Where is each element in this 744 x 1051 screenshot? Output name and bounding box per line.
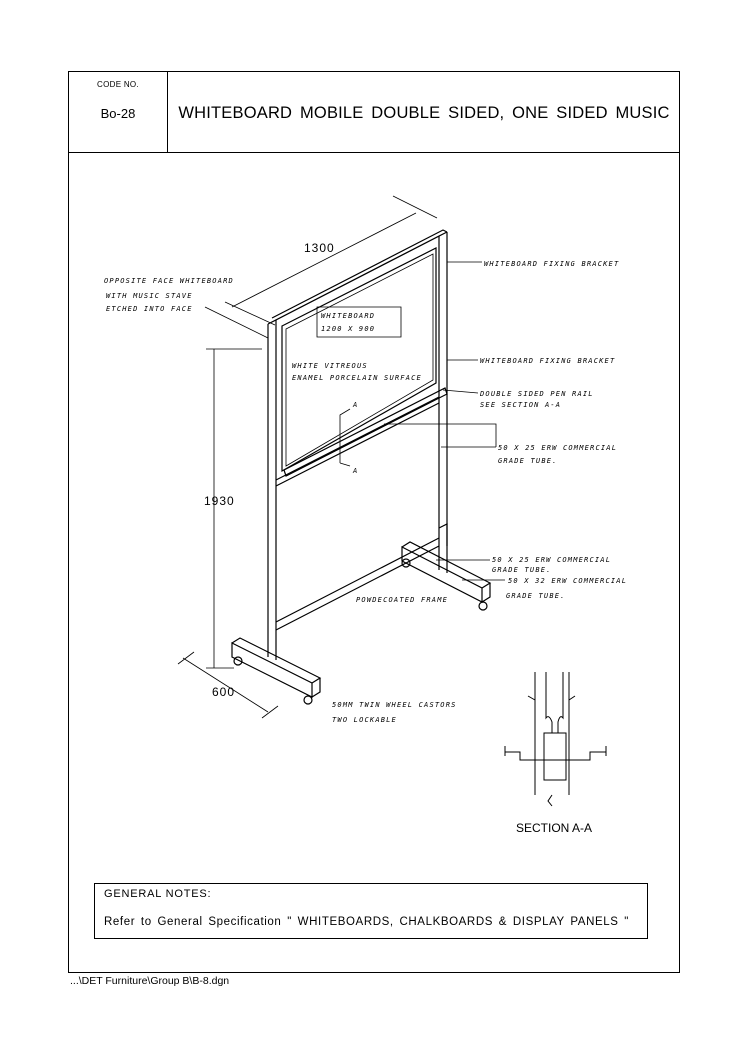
leader-pen-rail	[442, 389, 479, 394]
leader-tube-upper	[384, 423, 497, 448]
whiteboard-panel	[281, 247, 437, 473]
depth-dimension-line	[177, 651, 279, 719]
label-opposite-face-2: WITH MUSIC STAVE	[106, 292, 193, 300]
label-tube-base-1: 50 X 32 ERW COMMERCIAL	[508, 577, 627, 585]
label-tube-upper-1: 50 X 25 ERW COMMERCIAL	[498, 444, 617, 452]
general-notes-box	[94, 883, 648, 939]
label-surface-2: ENAMEL PORCELAIN SURFACE	[292, 374, 422, 382]
label-bracket-top: WHITEBOARD FIXING BRACKET	[484, 260, 619, 268]
pen-rail	[283, 387, 448, 477]
right-upright	[438, 232, 448, 573]
whiteboard-inner-edge	[285, 253, 434, 467]
code-value: Bo-28	[100, 106, 136, 121]
label-frame: POWDECOATED FRAME	[356, 596, 448, 604]
rear-castor-right	[478, 601, 488, 611]
rear-castor-left	[401, 558, 411, 568]
label-pen-rail-1: DOUBLE SIDED PEN RAIL	[479, 390, 594, 398]
left-upright	[267, 320, 277, 660]
upper-crossbar	[275, 396, 440, 487]
label-board-size-1: WHITEBOARD	[321, 312, 375, 320]
dimension-depth: 600	[212, 685, 235, 699]
lower-crossbar-end	[438, 523, 448, 546]
section-marker-top: A	[352, 401, 358, 409]
label-bracket-mid: WHITEBOARD FIXING BRACKET	[480, 357, 615, 365]
label-castors-1: 50MM TWIN WHEEL CASTORS	[332, 701, 457, 709]
section-cut-line	[339, 408, 351, 467]
front-castor-right	[303, 695, 313, 705]
file-path-footer: ...\DET Furniture\Group B\B-8.dgn	[70, 975, 230, 987]
code-label: CODE NO.	[97, 80, 139, 89]
section-marker-bottom: A	[352, 467, 358, 475]
general-notes-title: GENERAL NOTES:	[104, 888, 212, 900]
label-opposite-face-1: OPPOSITE FACE WHITEBOARD	[104, 277, 234, 285]
dimension-height: 1930	[204, 494, 235, 508]
label-pen-rail-2: SEE SECTION A-A	[480, 401, 561, 409]
top-rail	[267, 229, 448, 325]
label-castors-2: TWO LOCKABLE	[332, 716, 397, 724]
dimension-width: 1300	[304, 241, 335, 255]
label-board-size-2: 1200 X 900	[321, 325, 375, 333]
drawing-sheet-border	[68, 71, 680, 973]
width-dimension-line	[224, 195, 438, 326]
code-box	[68, 71, 168, 152]
label-tube-lower-1: 50 X 25 ERW COMMERCIAL	[492, 556, 611, 564]
leader-opposite-face	[204, 306, 269, 339]
board-size-box	[316, 306, 402, 338]
drawing-title: WHITEBOARD MOBILE DOUBLE SIDED, ONE SIDE…	[178, 104, 670, 122]
section-title: SECTION A-A	[516, 821, 592, 835]
height-dimension-line	[206, 348, 262, 669]
label-tube-lower-2: GRADE TUBE.	[492, 566, 552, 574]
general-notes-text: Refer to General Specification " WHITEBO…	[104, 916, 629, 928]
front-base-foot	[231, 637, 322, 698]
rear-base-foot	[401, 541, 492, 603]
section-detail	[504, 672, 607, 807]
lower-crossbar	[275, 537, 440, 631]
label-opposite-face-3: ETCHED INTO FACE	[106, 305, 193, 313]
label-tube-base-2: GRADE TUBE.	[506, 592, 566, 600]
front-castor-left	[233, 656, 243, 666]
label-tube-upper-2: GRADE TUBE.	[498, 457, 558, 465]
header-divider	[68, 152, 680, 153]
label-surface-1: WHITE VITREOUS	[292, 362, 368, 370]
